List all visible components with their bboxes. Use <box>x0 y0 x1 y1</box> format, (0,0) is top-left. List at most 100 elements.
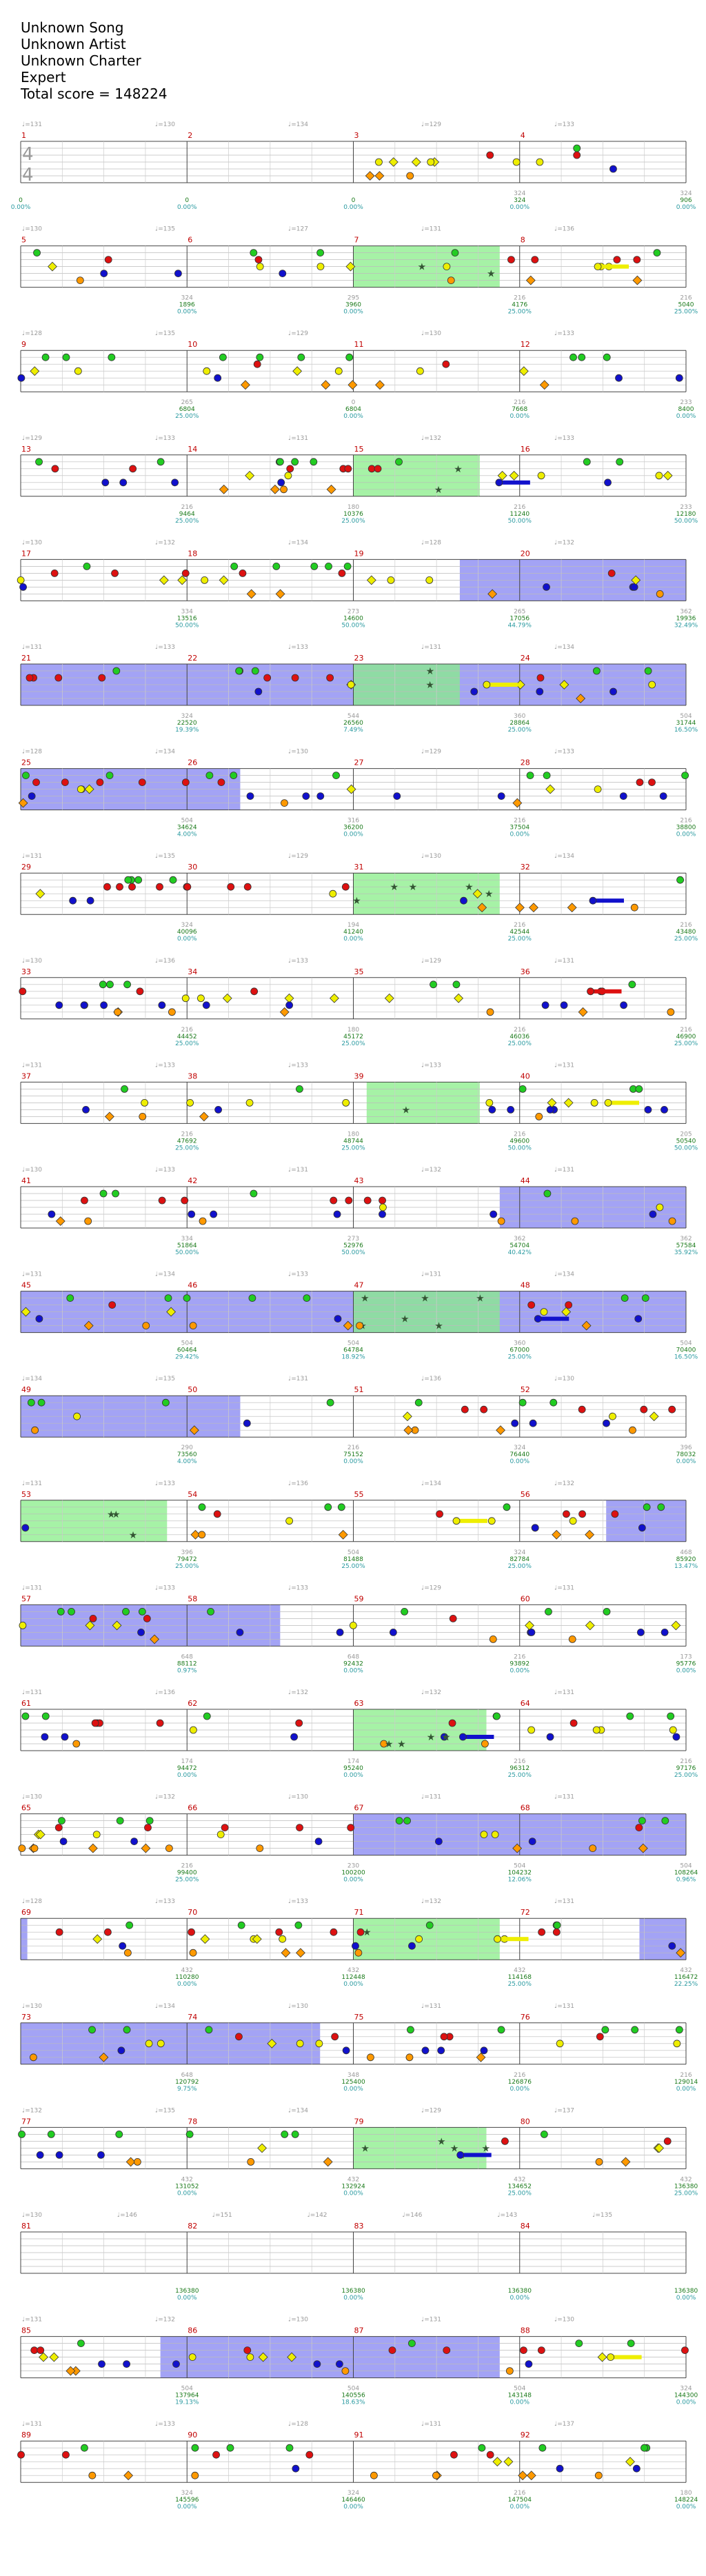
measure-number: 56 <box>521 1490 530 1499</box>
measure-score: 136380 <box>508 2288 532 2295</box>
bpm-label: ♩=134 <box>155 2003 175 2010</box>
hopo-note <box>625 2457 635 2467</box>
measure-points: 205 <box>680 1131 692 1138</box>
measure-score: 26560 <box>343 720 363 727</box>
measure-number: 81 <box>21 2222 31 2231</box>
measure-points: 360 <box>514 713 525 720</box>
note <box>569 1719 578 1727</box>
hopo-note <box>252 1934 262 1944</box>
hopo-note <box>663 470 673 481</box>
measure-percent: 25.00% <box>175 518 199 525</box>
bpm-label: ♩=130 <box>421 853 441 860</box>
note <box>98 2360 105 2368</box>
note <box>189 1949 197 1957</box>
measure-score: 110280 <box>175 1974 199 1981</box>
note <box>254 687 263 696</box>
note <box>389 1628 397 1636</box>
measure-points: 216 <box>514 1131 525 1138</box>
note <box>663 2137 672 2145</box>
measure-percent: 0.00% <box>676 2504 696 2510</box>
measure-score: 46036 <box>510 1034 530 1040</box>
note <box>669 1726 677 1734</box>
note <box>181 994 190 1003</box>
note <box>356 1928 365 1936</box>
hopo-note <box>343 1320 353 1331</box>
star-note: ★ <box>129 1530 138 1541</box>
bpm-label: ♩=131 <box>22 644 42 651</box>
note <box>331 2033 339 2041</box>
star-note: ★ <box>441 1732 450 1743</box>
measure-percent: 25.00% <box>508 309 532 316</box>
measure-score: 64784 <box>343 1347 363 1354</box>
note <box>128 883 136 891</box>
hopo-note <box>123 2471 134 2481</box>
note <box>125 1921 134 1929</box>
note <box>27 1398 35 1407</box>
bpm-label: ♩=128 <box>288 2421 308 2428</box>
note <box>277 479 285 487</box>
note <box>335 2360 343 2368</box>
note <box>497 792 505 800</box>
measure-points: 265 <box>181 399 193 406</box>
measure-number: 1 <box>21 131 26 140</box>
measure-number: 57 <box>21 1594 31 1603</box>
note <box>91 1719 99 1727</box>
note <box>345 353 354 361</box>
star-note: ★ <box>481 2143 490 2154</box>
note <box>157 458 165 466</box>
measure-points: 216 <box>514 504 525 511</box>
hopo-note <box>671 1620 681 1631</box>
measure-points: 334 <box>181 1236 193 1242</box>
bpm-label: ♩=133 <box>155 1584 175 1591</box>
bpm-label: ♩=132 <box>421 435 441 442</box>
hopo-note <box>49 2352 59 2362</box>
bpm-label: ♩=134 <box>554 1271 574 1278</box>
hopo-note <box>631 575 641 585</box>
bpm-label: ♩=134 <box>288 2107 308 2114</box>
note <box>470 687 478 696</box>
note <box>18 1844 26 1853</box>
note <box>17 374 26 382</box>
bpm-label: ♩=131 <box>22 853 42 860</box>
note <box>116 1817 124 1825</box>
measure-number: 83 <box>354 2222 364 2231</box>
measure-percent: 0.00% <box>177 1981 197 1988</box>
note <box>246 792 254 800</box>
note <box>62 2451 70 2459</box>
measure-percent: 25.00% <box>175 1040 199 1047</box>
note <box>35 1315 43 1322</box>
note <box>531 1524 539 1532</box>
note <box>633 256 641 264</box>
hopo-note <box>563 1098 574 1108</box>
note <box>122 1607 130 1616</box>
note <box>114 1008 121 1016</box>
measure-number: 72 <box>521 1908 530 1917</box>
star-note: ★ <box>427 1732 436 1743</box>
bpm-label: ♩=129 <box>421 1584 441 1591</box>
note <box>191 2444 199 2452</box>
measure-percent: 0.00% <box>343 1877 363 1884</box>
measure-percent: 25.00% <box>674 936 698 943</box>
measure-number: 22 <box>188 654 197 663</box>
measure-points: 216 <box>680 2072 692 2079</box>
note <box>631 2026 639 2034</box>
note <box>112 1189 119 1198</box>
note <box>379 1196 386 1205</box>
measure-number: 52 <box>521 1385 530 1394</box>
note <box>578 1510 586 1518</box>
note <box>518 1398 527 1407</box>
note <box>263 674 272 682</box>
note <box>181 778 190 786</box>
bpm-label: ♩=131 <box>421 1271 441 1278</box>
note <box>165 1844 173 1853</box>
note <box>83 563 91 570</box>
measure-percent: 25.00% <box>175 413 199 420</box>
note <box>88 2471 97 2479</box>
note <box>99 1189 108 1198</box>
bpm-label: ♩=133 <box>554 749 574 756</box>
note <box>123 2360 130 2368</box>
note <box>285 1001 294 1009</box>
measure-percent: 0.00% <box>343 2295 363 2302</box>
measure-points: 396 <box>680 1445 692 1451</box>
hopo-note <box>578 1007 588 1017</box>
